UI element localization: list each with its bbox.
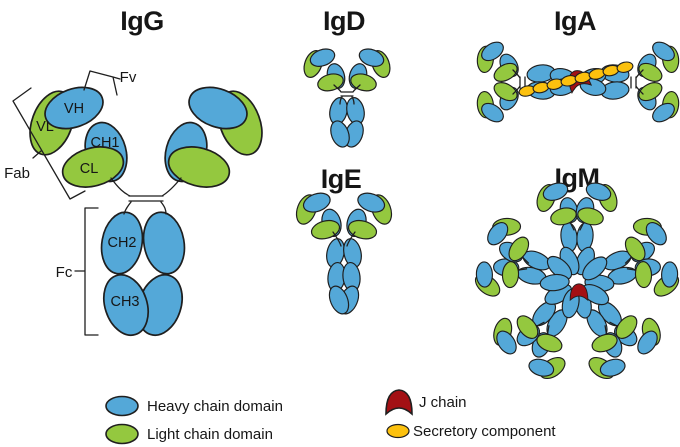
heavy-chain-domain-ellipse xyxy=(481,102,504,123)
light-chain-domain-ellipse xyxy=(638,62,663,82)
heavy-chain-domain-ellipse xyxy=(496,330,517,355)
light-chain-domain-ellipse xyxy=(577,207,604,226)
molecule-igg: IgG VH VL CH1 CL CH2 CH3 Fv Fab Fc xyxy=(4,6,263,337)
heavy-chain-domain-ellipse xyxy=(328,285,350,315)
legend-secretory-label: Secretory component xyxy=(413,423,556,440)
heavy-chain-domain-ellipse xyxy=(599,358,626,377)
light-chain-domain-ellipse xyxy=(347,219,378,240)
legend-secretory-swatch xyxy=(386,423,410,439)
ige-structure xyxy=(295,192,393,315)
legend-j-chain-swatch xyxy=(385,389,413,416)
heavy-chain-domain-ellipse xyxy=(652,102,675,123)
heavy-chain-domain-ellipse xyxy=(487,222,509,246)
legend-light-chain-swatch xyxy=(105,423,139,445)
igd-hinge-lines xyxy=(333,84,361,105)
fv-bracket xyxy=(83,70,121,96)
legend-light-chain-label: Light chain domain xyxy=(147,426,273,443)
light-chain-domain-ellipse xyxy=(634,261,653,289)
light-chain-domain-ellipse xyxy=(350,73,377,92)
igg-label-fab: Fab xyxy=(4,165,30,182)
light-chain-domain-ellipse xyxy=(516,315,539,339)
igg-label-fv: Fv xyxy=(120,69,137,86)
igm-hinge-lines xyxy=(569,221,585,231)
igm-hinge-lines xyxy=(604,321,619,336)
heavy-chain-domain-ellipse xyxy=(528,358,555,377)
heavy-chain-domain-ellipse xyxy=(330,120,350,148)
heavy-chain-domain-ellipse xyxy=(100,211,144,275)
molecule-ige: IgE xyxy=(295,164,393,315)
igg-label-vh: VH xyxy=(64,101,84,117)
igg-structure xyxy=(29,86,263,337)
ige-title: IgE xyxy=(321,164,362,194)
fc-bracket xyxy=(74,207,99,336)
heavy-chain-domain-ellipse xyxy=(645,222,667,246)
legend-j-chain-label: J chain xyxy=(419,394,467,411)
heavy-chain-domain-ellipse xyxy=(582,256,608,281)
heavy-chain-domain-ellipse xyxy=(302,192,331,213)
light-chain-domain-ellipse xyxy=(493,62,518,82)
heavy-chain-domain-ellipse xyxy=(309,48,336,67)
ige-hinge-lines xyxy=(332,231,356,247)
fab-bracket xyxy=(12,87,86,200)
heavy-chain-domain-ellipse xyxy=(539,273,570,292)
secretory-component-ellipse xyxy=(616,61,634,73)
heavy-chain-domain-ellipse xyxy=(546,255,573,280)
heavy-chain-domain-ellipse xyxy=(102,273,150,337)
iga-structure xyxy=(476,41,680,123)
light-chain-domain-ellipse xyxy=(493,82,518,102)
light-chain-domain-ellipse xyxy=(61,146,125,188)
heavy-chain-domain-ellipse xyxy=(637,330,658,355)
heavy-chain-domain-ellipse xyxy=(542,182,569,201)
igg-label-ch1: CH1 xyxy=(90,135,119,151)
light-chain-domain-ellipse xyxy=(638,82,663,102)
molecule-igd: IgD xyxy=(303,6,391,148)
iga-hinge-lines xyxy=(512,69,644,95)
igg-label-fc: Fc xyxy=(56,264,73,281)
igg-label-ch3: CH3 xyxy=(110,294,139,310)
igm-j-chain xyxy=(569,283,589,302)
igd-title: IgD xyxy=(323,6,365,36)
heavy-chain-domain-ellipse xyxy=(44,86,104,130)
legend-heavy-chain-label: Heavy chain domain xyxy=(147,398,283,415)
heavy-chain-domain-ellipse xyxy=(188,86,248,130)
light-chain-domain-ellipse xyxy=(591,333,618,353)
heavy-chain-domain-ellipse xyxy=(661,261,679,288)
igg-title: IgG xyxy=(120,6,164,36)
igg-label-vl: VL xyxy=(36,119,54,135)
light-chain-domain-ellipse xyxy=(508,236,530,262)
molecule-igm: IgM xyxy=(474,163,680,380)
igd-structure xyxy=(303,48,391,148)
heavy-chain-domain-ellipse xyxy=(357,192,386,213)
heavy-chain-domain-ellipse xyxy=(481,41,504,62)
legend-heavy-chain-swatch xyxy=(105,395,139,417)
heavy-chain-domain-ellipse xyxy=(358,48,385,67)
heavy-chain-domain-ellipse xyxy=(652,41,675,62)
heavy-chain-domain-ellipse xyxy=(585,182,612,201)
light-chain-domain-ellipse xyxy=(310,219,341,240)
igm-hinge-lines xyxy=(624,256,637,271)
heavy-chain-domain-ellipse xyxy=(560,221,578,253)
light-chain-domain-ellipse xyxy=(167,146,231,188)
igm-hinge-lines xyxy=(517,256,530,271)
igg-hinge-lines xyxy=(110,177,182,215)
heavy-chain-domain-ellipse xyxy=(475,261,493,288)
igm-hinge-lines xyxy=(535,321,550,336)
legend: Heavy chain domain Light chain domain J … xyxy=(105,389,556,445)
heavy-chain-domain-ellipse xyxy=(142,211,186,275)
molecule-iga: IgA xyxy=(476,6,680,123)
igg-label-cl: CL xyxy=(80,161,99,177)
igg-label-ch2: CH2 xyxy=(107,235,136,251)
light-chain-domain-ellipse xyxy=(317,73,344,92)
igm-structure xyxy=(474,182,680,380)
iga-title: IgA xyxy=(554,6,596,36)
